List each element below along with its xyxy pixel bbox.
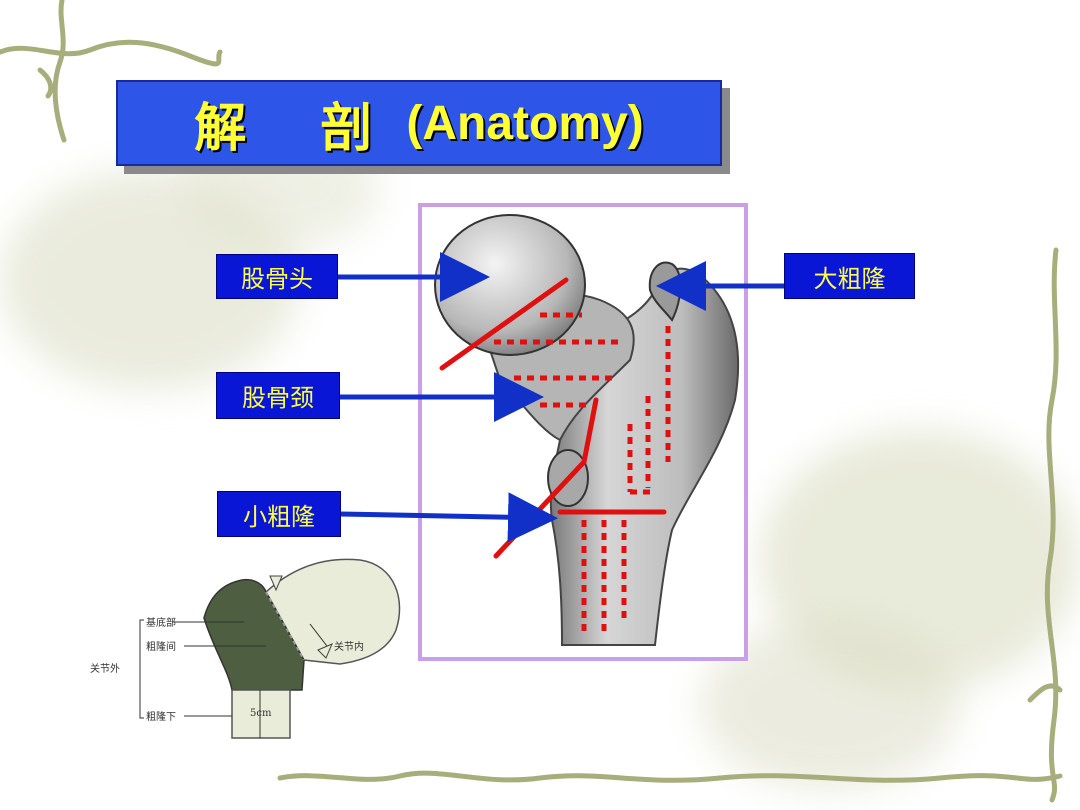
title-chinese: 解 剖 bbox=[194, 97, 401, 159]
label-femoral-neck: 股骨颈 bbox=[216, 372, 340, 419]
inset-label-subtrochanteric: 粗隆下 bbox=[146, 710, 176, 723]
inset-label-extracapsular: 关节外 bbox=[90, 662, 120, 675]
inset-head-region bbox=[265, 558, 401, 665]
label-femoral-head: 股骨头 bbox=[216, 254, 338, 299]
inset-capsule-line bbox=[265, 591, 305, 661]
femur-head bbox=[434, 214, 586, 356]
label-lesser-trochanter: 小粗隆 bbox=[217, 491, 341, 537]
inset-label-measure: 5cm bbox=[250, 708, 272, 719]
inset-trochanter-region bbox=[203, 578, 305, 691]
inset-arrow-top bbox=[269, 575, 283, 592]
subcapital-fracture-line bbox=[439, 277, 569, 371]
title-english: (Anatomy) bbox=[406, 96, 644, 150]
inset-bracket bbox=[139, 619, 144, 719]
label-greater-trochanter: 大粗隆 bbox=[784, 253, 915, 299]
title-banner: 解 剖 (Anatomy) bbox=[116, 80, 722, 166]
inset-label-intertrochanteric: 粗隆间 bbox=[146, 640, 176, 653]
arrow-lesser-trochanter bbox=[339, 492, 558, 543]
inset-arrow-side bbox=[317, 643, 333, 659]
inset-leader bbox=[309, 623, 331, 651]
inset-label-base: 基底部 bbox=[146, 616, 176, 629]
inset-label-intracapsular: 关节内 bbox=[334, 640, 364, 653]
inset-shaft-region bbox=[231, 689, 291, 739]
